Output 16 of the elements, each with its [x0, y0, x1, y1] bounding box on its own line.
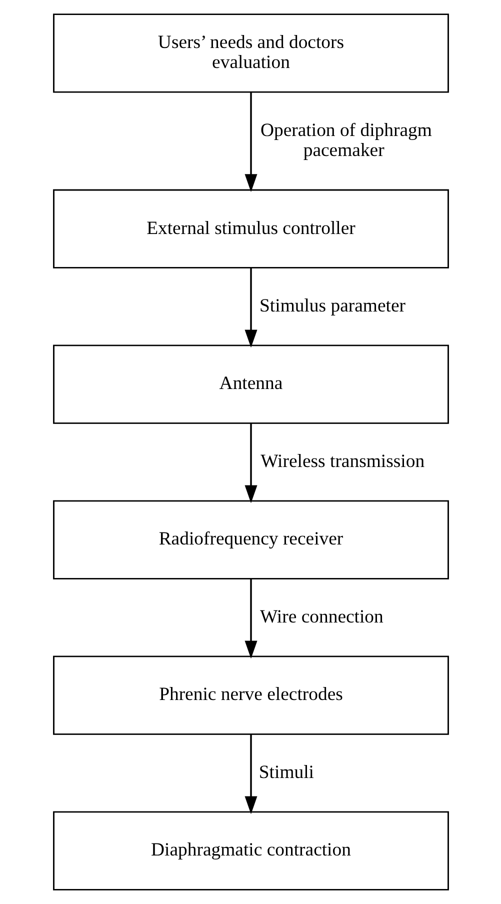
arrow	[244, 424, 257, 504]
node-box: External stimulus controller	[52, 189, 448, 268]
node-box: Phrenic nerve electrodes	[52, 656, 448, 735]
edge-label: Wire connection	[260, 606, 383, 628]
node-box: Diaphragmatic contraction	[52, 811, 448, 890]
edge-label: Stimuli	[258, 762, 314, 783]
arrow	[244, 734, 257, 814]
arrow	[244, 92, 257, 192]
node-box: Radiofrequency receiver	[52, 500, 448, 580]
edge-label: Stimulus parameter	[259, 295, 406, 316]
edge-label: Operation of diphragm pacemaker	[260, 120, 432, 161]
node-box: Users’ needs and doctors evaluation	[52, 14, 448, 93]
node-box: Antenna	[52, 344, 448, 424]
arrow	[244, 268, 257, 348]
edge-label: Wireless transmission	[260, 450, 424, 472]
arrow	[244, 578, 257, 659]
